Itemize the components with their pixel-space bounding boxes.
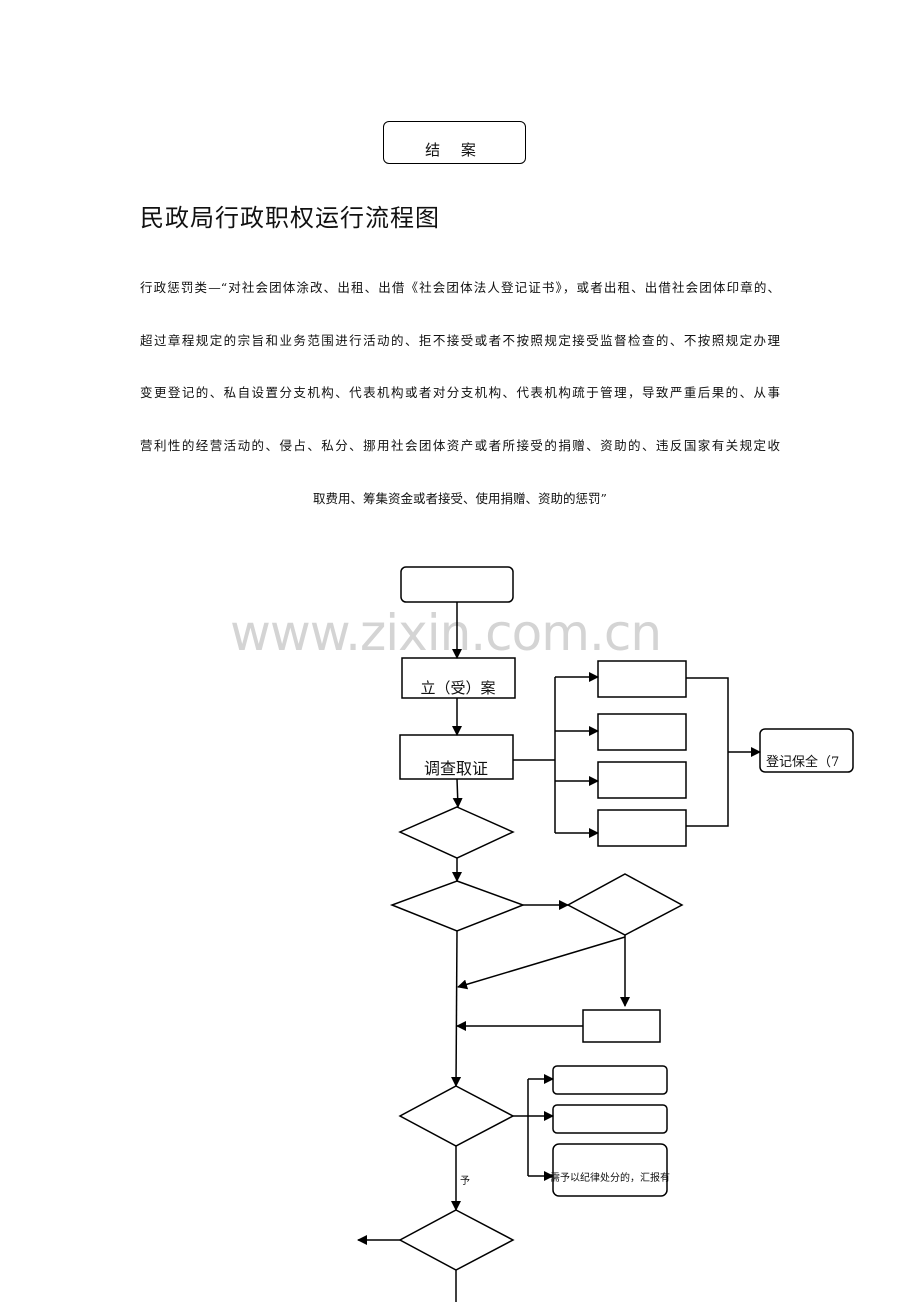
outcome-box (552, 1065, 668, 1095)
description-line: 超过章程规定的宗旨和业务范围进行活动的、拒不接受或者不按照规定接受监督检查的、不… (140, 333, 780, 348)
evidence-box (597, 713, 687, 751)
decision-diamond (398, 1209, 515, 1271)
description-line: 行政惩罚类—“对社会团体涂改、出租、出借《社会团体法人登记证书》，或者出租、出借… (140, 280, 780, 295)
evidence-box (597, 761, 687, 799)
description-line: 营利性的经营活动的、侵占、私分、挪用社会团体资产或者所接受的捐赠、资助的、违反国… (140, 438, 780, 453)
evidence-box (597, 660, 687, 698)
decision-diamond (398, 1085, 515, 1147)
evidence-box (597, 809, 687, 847)
end-case-box: 结 案 (383, 121, 526, 164)
case-filing-box (401, 657, 516, 699)
arrow (457, 936, 626, 990)
discipline-box (552, 1143, 668, 1197)
decision-diamond (398, 806, 515, 859)
description-line: 变更登记的、私自设置分支机构、代表机构或者对分支机构、代表机构疏于管理，导致严重… (140, 385, 780, 400)
decision-diamond (389, 880, 526, 932)
description-line: 取费用、筹集资金或者接受、使用捐赠、资助的惩罚” (313, 491, 607, 506)
branch-label: 予 (460, 1175, 470, 1187)
investigation-label: 调查取证 (424, 759, 488, 778)
connector (686, 677, 729, 827)
registration-preservation-label: 登记保全（7 (766, 754, 839, 770)
arrow (451, 930, 462, 1087)
process-box (582, 1009, 661, 1043)
case-filing-label: 立（受）案 (420, 679, 495, 697)
page-title: 民政局行政职权运行流程图 (140, 204, 440, 232)
outcome-box (552, 1104, 668, 1134)
start-box (400, 566, 514, 603)
discipline-label: 需予以纪律处分的，汇报有 (550, 1171, 670, 1184)
decision-diamond (566, 873, 684, 936)
registration-preservation-box (759, 728, 854, 773)
arrow (452, 778, 463, 808)
watermark: www.zixin.com.cn (230, 604, 662, 662)
investigation-box (399, 734, 514, 780)
